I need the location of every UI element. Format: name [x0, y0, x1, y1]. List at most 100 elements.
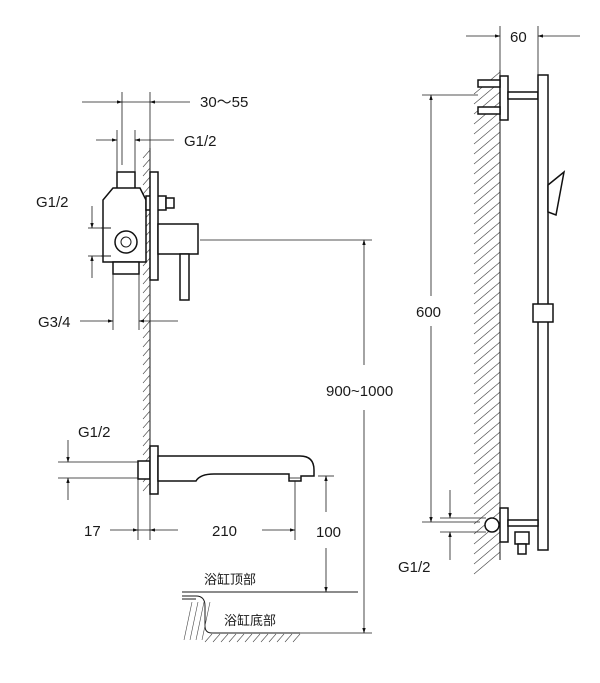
hatch-line: [142, 311, 151, 321]
hatch-line: [473, 431, 501, 455]
hatch-line: [473, 311, 501, 335]
hatch-line: [473, 531, 501, 555]
hatch-line: [473, 151, 501, 175]
hatch-line: [142, 275, 151, 285]
hatch-line: [142, 185, 151, 195]
hatch-line: [142, 437, 151, 447]
hatch-line: [473, 131, 501, 155]
hatch-line: [284, 633, 293, 643]
hatch-line: [260, 633, 269, 643]
hatch-line: [473, 441, 501, 465]
hatch-line: [473, 491, 501, 515]
hatch-line: [292, 633, 301, 643]
g12-top-label: G1/2: [184, 133, 217, 150]
dim-60-label: 60: [510, 29, 527, 46]
hatch-line: [473, 471, 501, 495]
slide-rail: [477, 74, 566, 555]
hatch-line: [473, 411, 501, 435]
hatch-line: [142, 329, 151, 339]
hatch-line: [473, 281, 501, 305]
hatch-line: [142, 293, 151, 303]
hatch-line: [142, 374, 151, 384]
hatch-line: [189, 601, 199, 641]
hatch-line: [473, 301, 501, 325]
hatch-line: [473, 111, 501, 135]
hatch-line: [473, 211, 501, 235]
hatch-line: [195, 601, 205, 641]
hatch-line: [142, 428, 151, 438]
hatch-line: [142, 338, 151, 348]
hatch-line: [473, 351, 501, 375]
concealed-mixer: [101, 171, 199, 301]
hatch-line: [142, 365, 151, 375]
hatch-line: [473, 321, 501, 345]
hatch-line: [473, 161, 501, 185]
hatch-line: [142, 347, 151, 357]
hatch-line: [473, 221, 501, 245]
hatch-line: [142, 167, 151, 177]
tub-top-label: 浴缸顶部: [204, 572, 256, 588]
hatch-line: [142, 320, 151, 330]
hatch-line: [473, 271, 501, 295]
hatch-line: [473, 261, 501, 285]
hatch-line: [473, 121, 501, 145]
hatch-line: [228, 633, 237, 643]
hatch-line: [473, 291, 501, 315]
hatch-line: [473, 371, 501, 395]
hatch-line: [473, 181, 501, 205]
g34-label: G3/4: [38, 314, 71, 331]
dim-30-55-label: 30～55: [200, 94, 248, 111]
dim-60: 60: [466, 26, 580, 75]
hatch-line: [473, 541, 501, 565]
dim-g12-left: G1/2: [36, 194, 102, 278]
dim-210-label: 210: [212, 523, 237, 540]
tub-bottom-label: 浴缸底部: [224, 613, 276, 629]
dim-600-label: 600: [416, 304, 441, 321]
hatch-line: [473, 421, 501, 445]
hatch-line: [276, 633, 285, 643]
hatch-line: [142, 158, 151, 168]
hatch-line: [473, 461, 501, 485]
hatch-line: [473, 241, 501, 265]
dim-17-label: 17: [84, 523, 101, 540]
bathtub: 浴缸顶部 浴缸底部: [182, 572, 372, 643]
hatch-line: [142, 392, 151, 402]
hatch-line: [473, 381, 501, 405]
dim-100: 100: [316, 475, 341, 593]
hatch-line: [142, 446, 151, 456]
hatch-line: [473, 141, 501, 165]
hatch-line: [473, 341, 501, 365]
hatch-line: [244, 633, 253, 643]
dim-17-210: 17 210: [84, 479, 296, 540]
hatch-line: [473, 231, 501, 255]
dim-900-1000: 900~1000: [326, 239, 393, 634]
hatch-line: [473, 451, 501, 475]
hatch-line: [473, 201, 501, 225]
right-wall: [473, 70, 501, 575]
hatch-line: [142, 284, 151, 294]
hatch-line: [473, 251, 501, 275]
hatch-line: [204, 633, 213, 643]
hatch-line: [142, 383, 151, 393]
dim-900-1000-label: 900~1000: [326, 383, 393, 400]
hatch-line: [473, 551, 501, 575]
hatch-line: [268, 633, 277, 643]
hatch-line: [142, 401, 151, 411]
hatch-line: [142, 176, 151, 186]
hatch-line: [183, 601, 193, 641]
hatch-line: [473, 171, 501, 195]
hatch-line: [473, 501, 501, 525]
hatch-line: [142, 482, 151, 492]
hatch-line: [142, 266, 151, 276]
hatch-line: [473, 331, 501, 355]
dim-g34: G3/4: [38, 274, 178, 331]
dim-600: 600: [416, 94, 480, 523]
hatch-line: [473, 481, 501, 505]
hatch-line: [473, 401, 501, 425]
hatch-line: [236, 633, 245, 643]
hatch-line: [142, 410, 151, 420]
bath-spout: [137, 445, 315, 495]
dim-g12-spout: G1/2: [58, 424, 138, 500]
g12-spout-label: G1/2: [78, 424, 111, 441]
